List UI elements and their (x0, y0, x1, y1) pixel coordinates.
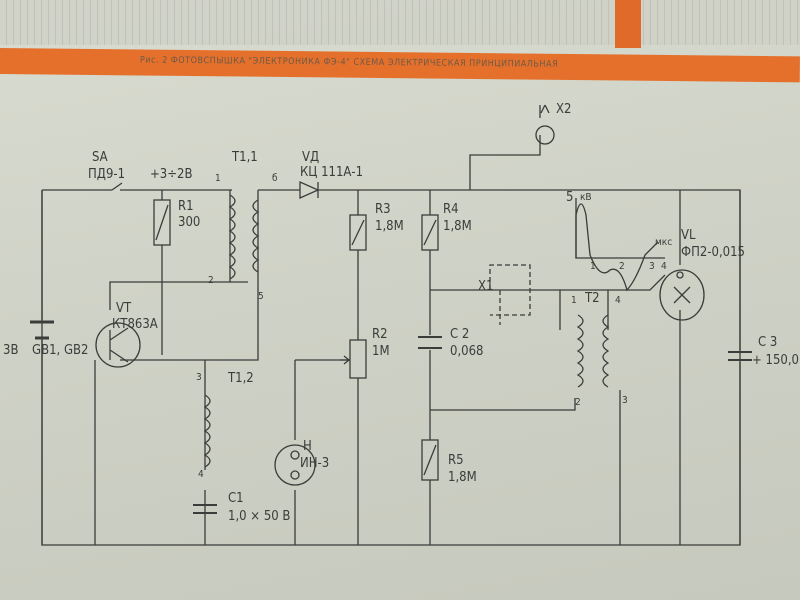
vt-ref: VT (116, 301, 132, 316)
supply-label: +3÷2В (150, 167, 193, 182)
c2-ref: C 2 (450, 327, 470, 342)
h-value: ИН-3 (300, 456, 330, 471)
x2-ref: X2 (556, 102, 572, 117)
pulse-unit-x: мкс (655, 237, 673, 248)
t2-pin4: 4 (615, 295, 621, 306)
resistor-r3 (349, 214, 367, 251)
t12-pin3: 3 (196, 372, 202, 383)
pulse-waveform (575, 198, 665, 292)
c1-value: 1,0 × 50 В (228, 509, 291, 524)
background-printed-text (0, 0, 800, 45)
pulse-peak: 5 (566, 190, 574, 205)
sa-value: ПД9-1 (88, 167, 126, 182)
vt-value: КТ863А (112, 317, 158, 332)
t11-pin1: 1 (215, 173, 221, 184)
gb-ref: GB1, GB2 (32, 343, 89, 358)
vl-value: ФП2-0,015 (681, 245, 745, 260)
r5-ref: R5 (448, 453, 464, 468)
capacitor-c1 (193, 504, 217, 514)
wires (41, 105, 741, 546)
vd-ref: VД (302, 150, 320, 165)
gb-voltage: 3В (3, 343, 19, 358)
flash-tube-vl (659, 269, 705, 321)
capacitor-c3 (728, 351, 752, 361)
pulse-tick-4: 4 (661, 261, 667, 272)
r2-ref: R2 (372, 327, 388, 342)
c1-ref: C1 (228, 491, 244, 506)
neon-lamp-h (274, 444, 316, 486)
pulse-tick-1: 1 (590, 261, 596, 272)
t2-pin2: 2 (575, 397, 581, 408)
pulse-unit-y: кВ (580, 192, 592, 203)
t2-pin3: 3 (622, 395, 628, 406)
r1-ref: R1 (178, 199, 194, 214)
c3-ref: C 3 (758, 335, 778, 350)
c2-value: 0,068 (450, 344, 484, 359)
pulse-tick-2: 2 (619, 261, 625, 272)
t12-pin4: 4 (198, 469, 204, 480)
capacitor-c2 (418, 336, 442, 349)
t11-pin6: б (272, 173, 278, 184)
r1-value: 300 (178, 215, 201, 230)
t12-ref: T1,2 (228, 371, 254, 386)
transistor-vt (95, 322, 141, 368)
sa-ref: SA (92, 150, 108, 165)
vl-ref: VL (681, 228, 696, 243)
t2-ref: T2 (585, 291, 600, 306)
r3-ref: R3 (375, 202, 391, 217)
vd-value: КЦ 111А-1 (300, 165, 364, 180)
pulse-tick-3: 3 (649, 261, 655, 272)
resistor-r5 (421, 439, 439, 481)
t11-pin5: 5 (258, 291, 264, 302)
x1-ref: X1 (478, 279, 494, 294)
connector-x2 (535, 104, 555, 145)
potentiometer-r2 (340, 339, 367, 379)
orange-corner-stripe (615, 0, 641, 48)
battery-symbol (30, 320, 54, 340)
t2-pin1: 1 (571, 295, 577, 306)
r5-value: 1,8М (448, 470, 477, 485)
r3-value: 1,8М (375, 219, 404, 234)
resistor-r1 (153, 199, 171, 246)
r4-ref: R4 (443, 202, 459, 217)
r4-value: 1,8М (443, 219, 472, 234)
t11-pin2: 2 (208, 275, 214, 286)
h-ref: H (303, 439, 312, 454)
resistor-r4 (421, 214, 439, 251)
c3-value: + 150,0 (752, 353, 799, 368)
t11-ref: T1,1 (232, 150, 258, 165)
r2-value: 1М (372, 344, 390, 359)
transformer-t11 (228, 194, 260, 280)
transformer-t12 (203, 394, 211, 468)
diode-vd (299, 180, 320, 200)
transformer-t2 (576, 314, 610, 388)
